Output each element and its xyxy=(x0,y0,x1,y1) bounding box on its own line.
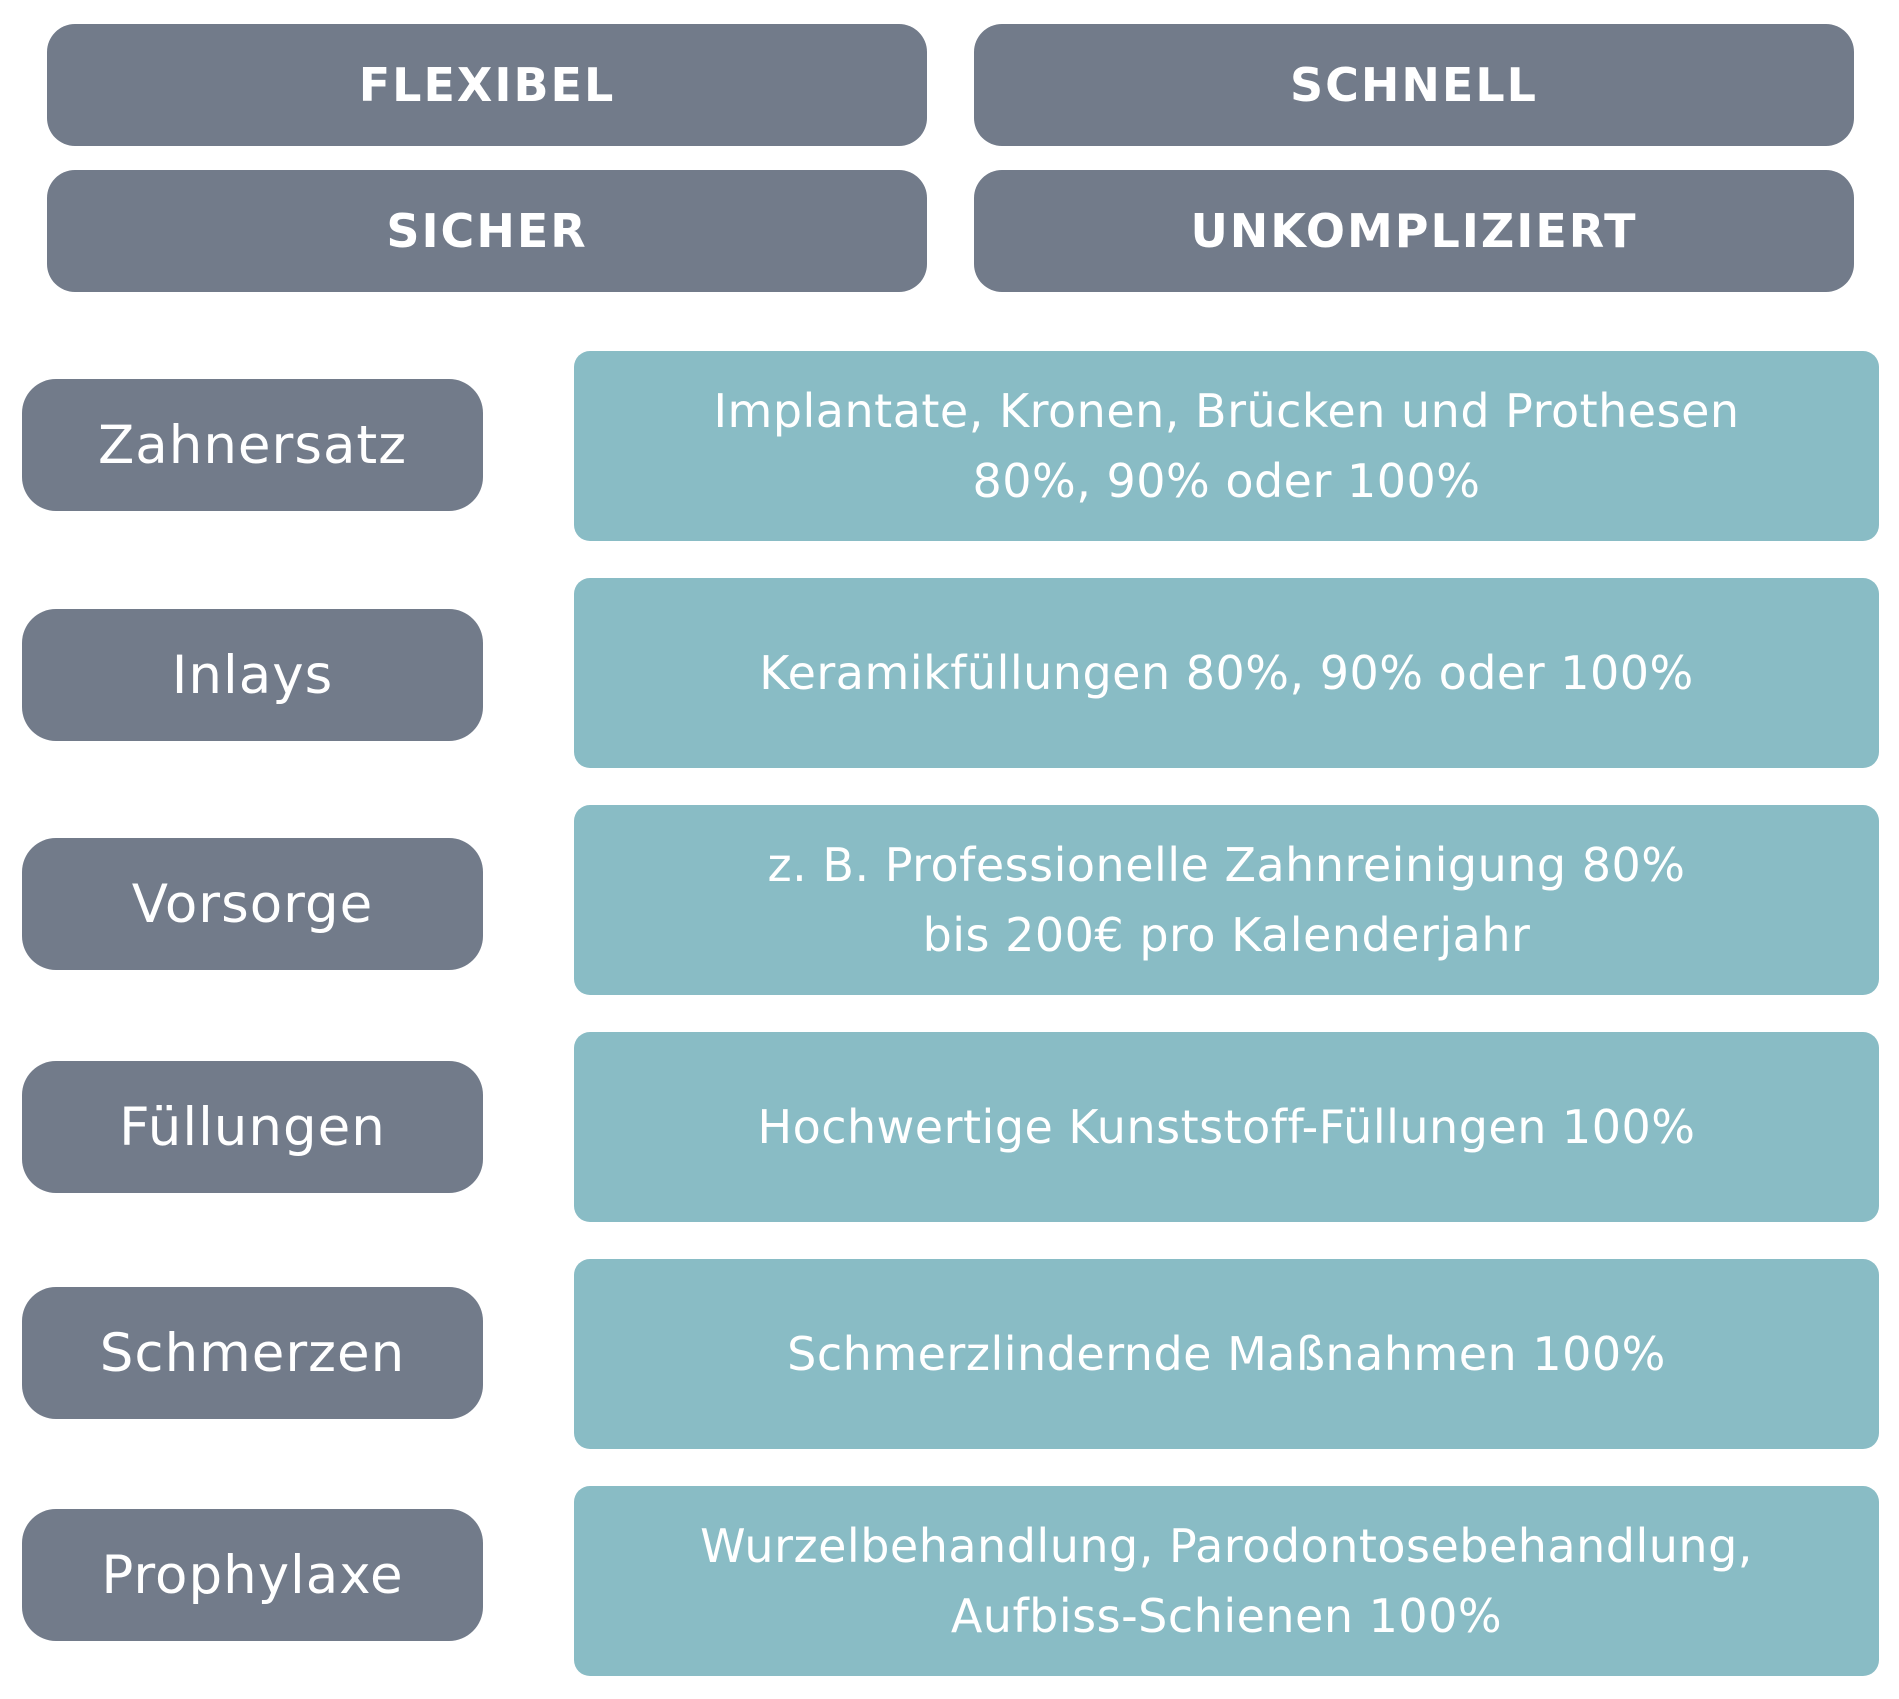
feature-badge-sicher: SICHER xyxy=(47,170,927,292)
category-schmerzen: Schmerzen xyxy=(22,1287,483,1419)
detail-line: Schmerzlindernde Maßnahmen 100% xyxy=(787,1327,1666,1381)
feature-badge-schnell: SCHNELL xyxy=(974,24,1854,146)
category-label: Inlays xyxy=(171,644,334,706)
detail-line: Hochwertige Kunststoff-Füllungen 100% xyxy=(757,1100,1696,1154)
feature-label: FLEXIBEL xyxy=(358,58,616,112)
detail-schmerzen: Schmerzlindernde Maßnahmen 100% xyxy=(574,1259,1879,1449)
category-label: Vorsorge xyxy=(131,873,374,935)
category-label: Schmerzen xyxy=(99,1322,406,1384)
feature-label: SCHNELL xyxy=(1290,58,1538,112)
feature-badge-flexibel: FLEXIBEL xyxy=(47,24,927,146)
detail-fuellungen: Hochwertige Kunststoff-Füllungen 100% xyxy=(574,1032,1879,1222)
detail-line: 80%, 90% oder 100% xyxy=(972,454,1481,508)
category-prophylaxe: Prophylaxe xyxy=(22,1509,483,1641)
category-label: Füllungen xyxy=(119,1096,386,1158)
detail-zahnersatz: Implantate, Kronen, Brücken und Prothese… xyxy=(574,351,1879,541)
detail-line: Aufbiss-Schienen 100% xyxy=(950,1589,1503,1643)
category-vorsorge: Vorsorge xyxy=(22,838,483,970)
category-inlays: Inlays xyxy=(22,609,483,741)
detail-line: Implantate, Kronen, Brücken und Prothese… xyxy=(713,384,1740,438)
detail-line: z. B. Professionelle Zahnreinigung 80% xyxy=(767,838,1686,892)
feature-label: UNKOMPLIZIERT xyxy=(1190,204,1638,258)
detail-vorsorge: z. B. Professionelle Zahnreinigung 80% b… xyxy=(574,805,1879,995)
detail-inlays: Keramikfüllungen 80%, 90% oder 100% xyxy=(574,578,1879,768)
detail-prophylaxe: Wurzelbehandlung, Parodontosebehandlung,… xyxy=(574,1486,1879,1676)
feature-label: SICHER xyxy=(386,204,588,258)
category-fuellungen: Füllungen xyxy=(22,1061,483,1193)
category-zahnersatz: Zahnersatz xyxy=(22,379,483,511)
detail-line: Keramikfüllungen 80%, 90% oder 100% xyxy=(759,646,1694,700)
category-label: Prophylaxe xyxy=(101,1544,404,1606)
feature-badge-unkompliziert: UNKOMPLIZIERT xyxy=(974,170,1854,292)
detail-line: Wurzelbehandlung, Parodontosebehandlung, xyxy=(700,1519,1753,1573)
category-label: Zahnersatz xyxy=(97,414,408,476)
detail-line: bis 200€ pro Kalenderjahr xyxy=(922,908,1531,962)
